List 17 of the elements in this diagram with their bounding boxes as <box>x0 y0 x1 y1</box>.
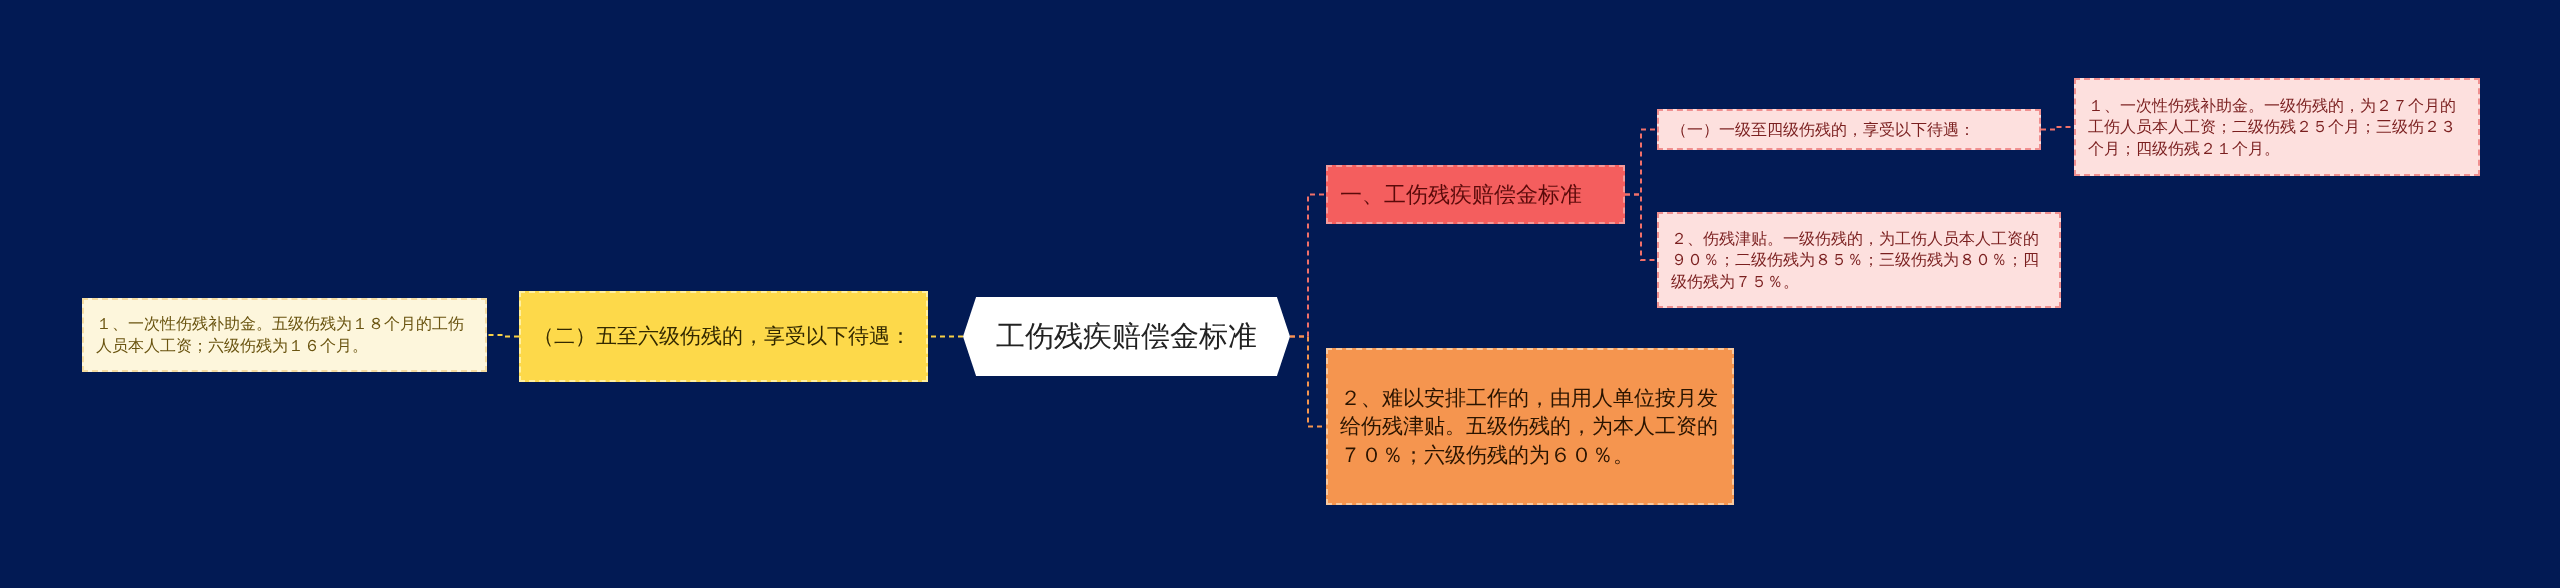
connector-line <box>1624 193 1658 261</box>
topic-text: ２、难以安排工作的，由用人单位按月发给伤残津贴。五级伤残的，为本人工资的７０％；六级伤残的为６０％。 <box>1340 385 1719 469</box>
topic-text: （二）五至六级伤残的，享受以下待遇： <box>533 323 911 351</box>
topic-text: 一、工伤残疾赔偿金标准 <box>1340 180 1582 209</box>
topic-text: ２、伤残津贴。一级伤残的，为工伤人员本人工资的９０％；二级伤残为８５％；三级伤残为８０％；四级伤残为７５％。 <box>1671 227 2040 293</box>
topic-text: （一）一级至四级伤残的，享受以下待遇： <box>1671 118 1975 141</box>
topic-box <box>519 291 928 382</box>
topic-box <box>1657 109 2041 150</box>
topic-text: 工伤残疾赔偿金标准 <box>996 317 1257 355</box>
topic-box <box>2074 78 2480 176</box>
topic-text: １、一次性伤残补助金。一级伤残的，为２７个月的工伤人员本人工资；二级伤残２５个月；三级伤２３个月；四级伤残２１个月。 <box>2088 94 2457 160</box>
topic-box <box>1657 212 2061 308</box>
topic-box <box>1326 165 1625 224</box>
topic-text: １、一次性伤残补助金。五级伤残为１８个月的工伤人员本人工资；六级伤残为１６个月。 <box>96 313 465 357</box>
topic-box <box>1326 348 1734 505</box>
connector-line <box>486 334 520 338</box>
topic-box <box>82 298 487 372</box>
